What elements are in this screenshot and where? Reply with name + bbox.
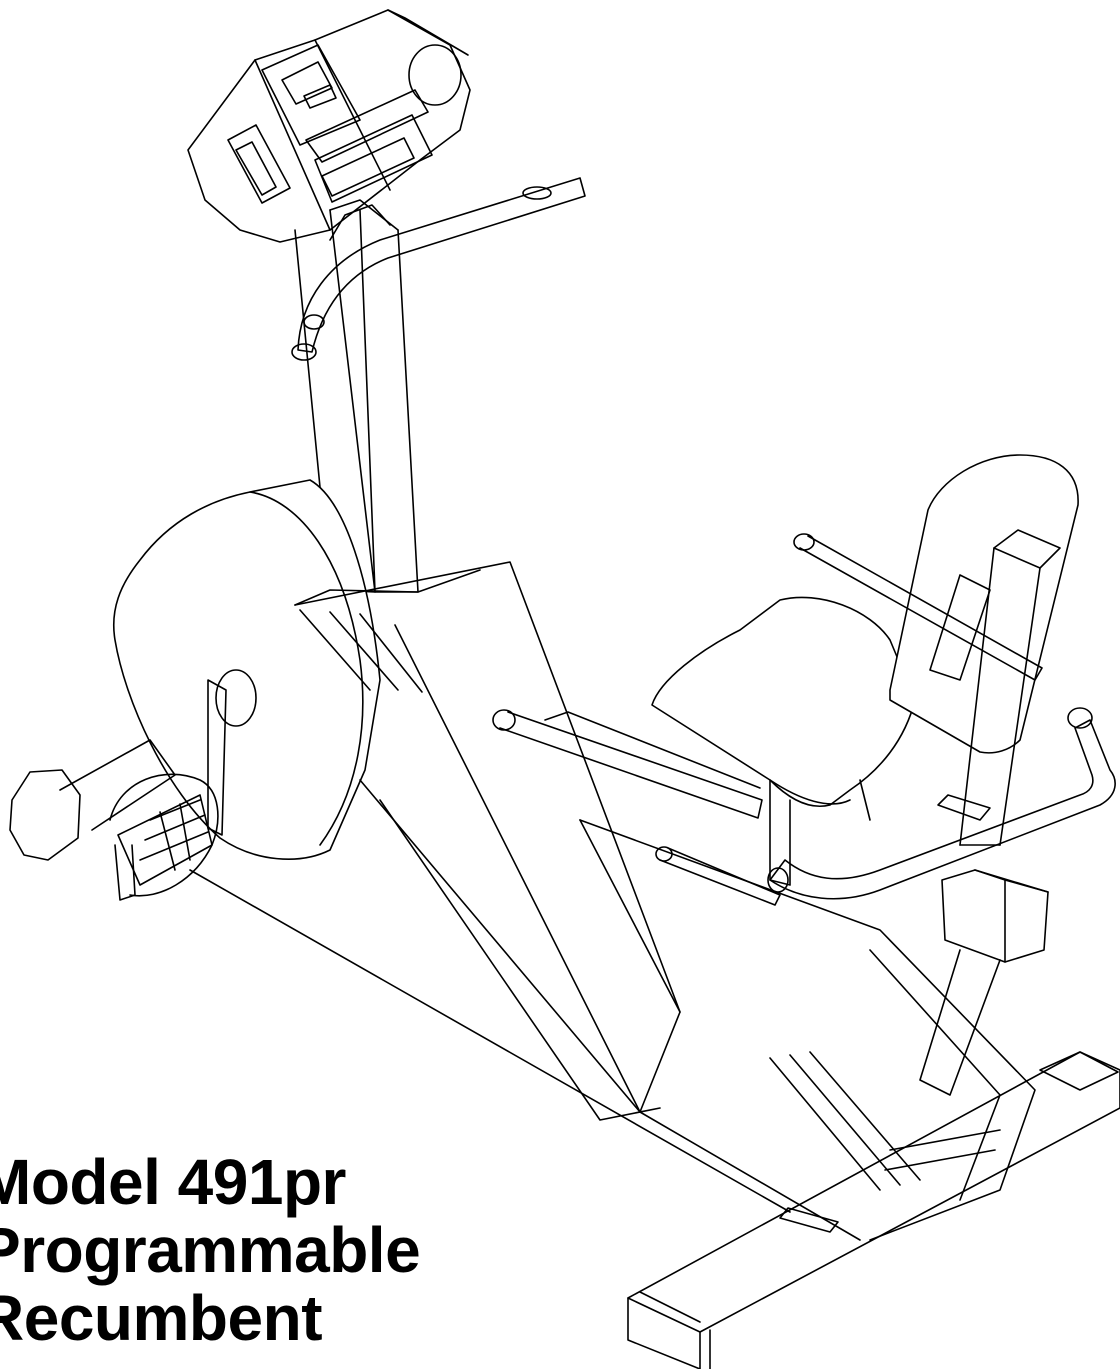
pedal-icon bbox=[9, 679, 227, 901]
seat-handle-icon bbox=[492, 533, 1116, 906]
document-title: Model 491pr Programmable Recumbent bbox=[0, 1146, 421, 1354]
seatback-icon bbox=[889, 454, 1079, 754]
seat-icon bbox=[651, 596, 916, 886]
handlebar-icon bbox=[291, 177, 586, 361]
title-line-model: Model 491pr bbox=[0, 1146, 346, 1218]
frame-body-icon bbox=[189, 561, 1036, 1241]
title-line-programmable: Programmable bbox=[0, 1214, 421, 1286]
seat-rail-icon bbox=[919, 529, 1061, 1096]
stabilizer-icon bbox=[627, 1051, 1120, 1369]
flywheel-housing-icon bbox=[112, 479, 381, 860]
title-line-recumbent: Recumbent bbox=[0, 1282, 323, 1354]
console-icon bbox=[187, 9, 471, 243]
